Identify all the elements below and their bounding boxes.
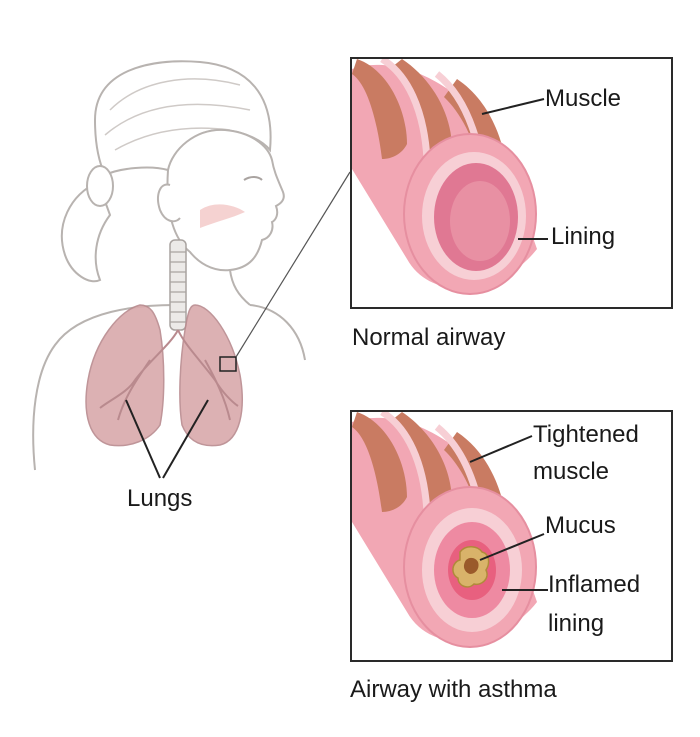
label-inflamed-lining-2: lining bbox=[548, 610, 605, 637]
label-tightened-muscle-2: muscle bbox=[533, 458, 610, 485]
label-tightened-muscle-1: Tightened bbox=[533, 421, 639, 448]
torso-outline bbox=[32, 304, 306, 471]
caption-airway-with-asthma: Airway with asthma bbox=[350, 676, 557, 703]
nasal-passage bbox=[200, 204, 245, 228]
normal-airway-illustration bbox=[352, 59, 548, 295]
trachea-rings bbox=[170, 251, 186, 323]
label-mucus: Mucus bbox=[545, 512, 616, 539]
caption-normal-airway: Normal airway bbox=[352, 324, 506, 351]
face bbox=[166, 128, 285, 272]
trachea bbox=[169, 239, 187, 331]
label-lining: Lining bbox=[551, 223, 616, 250]
label-inflamed-lining-1: Inflamed bbox=[548, 571, 641, 598]
lungs-pointer-left bbox=[125, 399, 161, 479]
left-lung bbox=[85, 304, 165, 447]
muscle-band bbox=[352, 59, 407, 159]
zoom-line bbox=[235, 171, 351, 358]
eye bbox=[243, 176, 263, 181]
normal-airway-panel bbox=[350, 57, 673, 309]
mucus-pointer bbox=[479, 533, 545, 561]
zoom-marker bbox=[219, 356, 237, 372]
tightened-muscle-band bbox=[352, 412, 407, 512]
asthma-airway-panel bbox=[350, 410, 673, 662]
tightened-muscle-pointer bbox=[469, 435, 533, 463]
muscle-pointer bbox=[481, 98, 545, 115]
hair-strands bbox=[104, 78, 251, 151]
lungs-pointer-right bbox=[162, 399, 209, 479]
label-lungs: Lungs bbox=[127, 485, 193, 512]
label-muscle: Muscle bbox=[545, 85, 622, 112]
bronchi bbox=[99, 329, 239, 421]
ear bbox=[157, 183, 181, 223]
hair-tie bbox=[86, 165, 114, 207]
asthma-airway-illustration bbox=[352, 412, 548, 648]
